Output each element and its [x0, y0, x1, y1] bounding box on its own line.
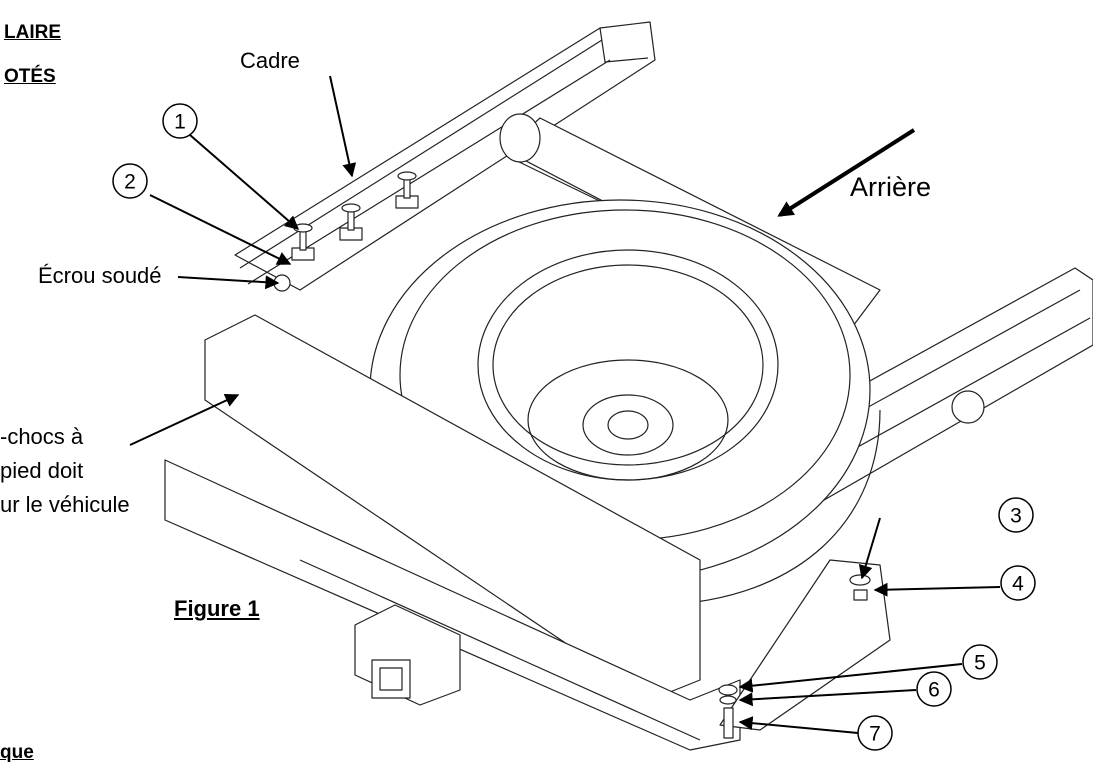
callout-number-6: 6 — [928, 679, 940, 702]
header-line-1: LAIRE — [4, 22, 61, 43]
callout-number-4: 4 — [1012, 573, 1024, 596]
callout-number-5: 5 — [974, 652, 986, 675]
bumper-note-line-2: pied doit — [0, 458, 84, 483]
callout-circle-5 — [962, 644, 998, 680]
callout-circle-3 — [998, 497, 1034, 533]
callout-number-7: 7 — [869, 723, 881, 746]
callout-circles — [112, 103, 1036, 751]
frame-label: Cadre — [240, 48, 300, 73]
header-line-2: OTÉS — [4, 66, 56, 87]
callout-circle-1 — [162, 103, 198, 139]
callout-circle-2 — [112, 163, 148, 199]
callout-circle-7 — [857, 715, 893, 751]
callout-number-1: 1 — [174, 111, 186, 134]
vehicle-frame-drawing — [164, 21, 1093, 751]
bumper-note-line-1: -chocs à — [0, 424, 84, 449]
callout-number-3: 3 — [1010, 505, 1022, 528]
callout-number-2: 2 — [124, 171, 136, 194]
bumper-note-line-3: ur le véhicule — [0, 492, 130, 517]
weld-nut-label: Écrou soudé — [38, 263, 162, 288]
callout-circle-4 — [1000, 565, 1036, 601]
callout-circle-6 — [916, 671, 952, 707]
figure-caption: Figure 1 — [174, 596, 260, 621]
bottom-text-fragment: que — [0, 742, 34, 763]
callout-leader-lines — [129, 75, 1001, 734]
rear-label: Arrière — [850, 172, 932, 202]
